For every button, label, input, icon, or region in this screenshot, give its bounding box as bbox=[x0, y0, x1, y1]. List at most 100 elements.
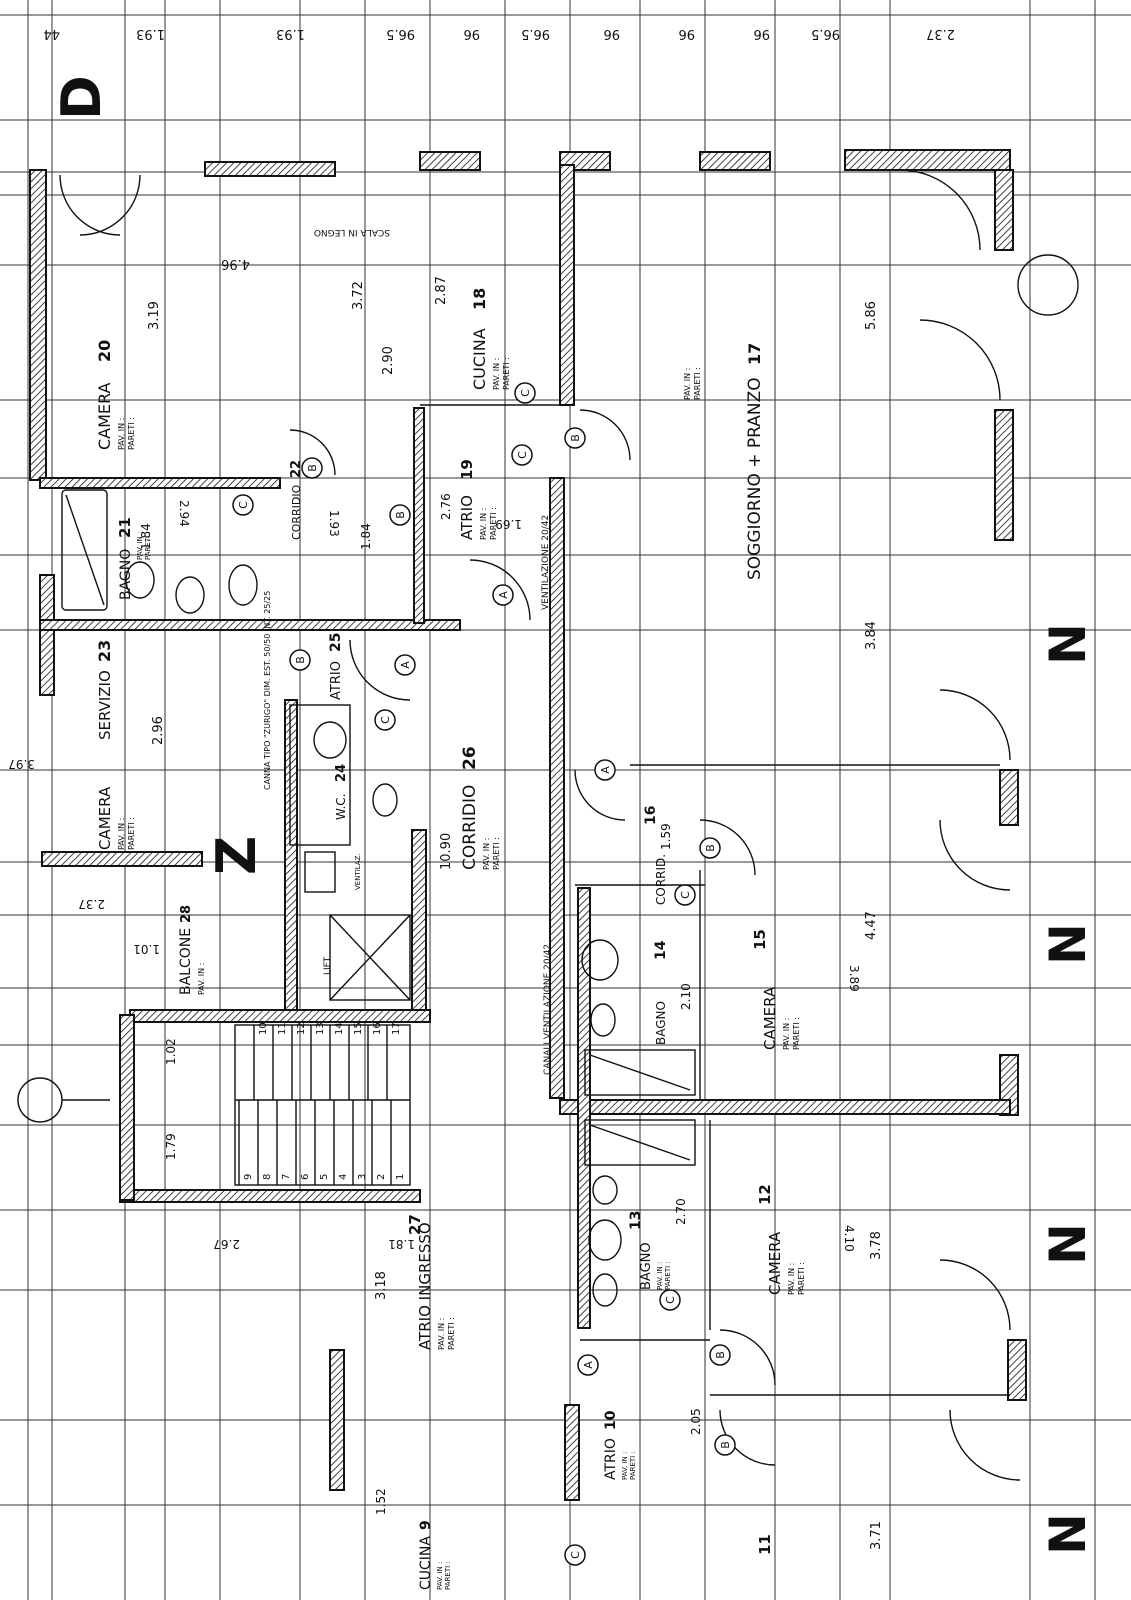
room-number-23: 23 bbox=[95, 640, 114, 662]
room-number-13: 13 bbox=[628, 1211, 644, 1230]
stair-step-number: 2 bbox=[376, 1174, 387, 1180]
note-scala: SCALA IN LEGNO bbox=[314, 227, 390, 237]
door-tag-circle bbox=[289, 649, 311, 671]
stair-step-number: 11 bbox=[277, 1022, 288, 1035]
partitions bbox=[420, 404, 1010, 1396]
note-lift: LIFT bbox=[323, 956, 333, 975]
room-meta2-19: PARETI : bbox=[489, 507, 498, 540]
room-meta2-10: PARETI : bbox=[629, 1451, 637, 1480]
dim-3-72: 3.72 bbox=[351, 281, 366, 310]
room-meta-17: PAV. IN : bbox=[683, 368, 692, 400]
stair-step-number: 6 bbox=[300, 1174, 311, 1180]
door-tag-circle bbox=[232, 494, 254, 516]
room-name-atrio-19: ATRIO bbox=[458, 495, 476, 540]
dim-2-96: 2.96 bbox=[151, 716, 166, 745]
dim-1-59: 1.59 bbox=[659, 823, 673, 850]
room-number-20: 20 bbox=[95, 340, 114, 362]
top-dimension-label: 1.93 bbox=[276, 26, 305, 41]
room-name-camera-servizio: CAMERA bbox=[96, 786, 114, 850]
door-tag-circle bbox=[659, 1289, 681, 1311]
dim-2-37: 2.37 bbox=[78, 897, 105, 911]
dim-3-89: 3.89 bbox=[847, 965, 861, 992]
mark-n-1: N bbox=[1039, 623, 1097, 665]
top-dimension-label: 96 bbox=[463, 26, 480, 41]
door-tag-letter: C bbox=[519, 389, 532, 397]
dimension-labels: 3.19 3.72 2.90 2.87 4.96 5.86 3.84 4.47 … bbox=[8, 256, 884, 1550]
stair-step-number: 12 bbox=[296, 1022, 307, 1035]
dim-1-02: 1.02 bbox=[164, 1038, 178, 1065]
mark-d: D bbox=[50, 75, 113, 120]
top-dimension-label: 96.5 bbox=[811, 26, 840, 41]
note-canna: CANNA TIPO "ZURIGO" DIM. EST. 50/50 INT.… bbox=[263, 591, 272, 790]
room-number-15: 15 bbox=[751, 929, 769, 950]
room-number-27: 27 bbox=[406, 1214, 424, 1235]
dim-10-90: 10.90 bbox=[439, 833, 454, 870]
door-tag-letter: A bbox=[582, 1361, 595, 1369]
door-tag-letter: C bbox=[237, 501, 250, 509]
room-name-corridio-22: CORRIDIO bbox=[290, 484, 303, 540]
room-meta-20: PAV. IN : bbox=[117, 418, 126, 450]
stair-step-number: 1 bbox=[395, 1174, 406, 1180]
door-tag-letter: B bbox=[569, 434, 582, 442]
room-labels: CAMERA 20 PAV. IN : PARETI : CUCINA 18 P… bbox=[95, 288, 806, 1590]
dim-3-71: 3.71 bbox=[869, 1521, 884, 1550]
room-meta2-9: PARETI : bbox=[444, 1561, 452, 1590]
dim-2-90: 2.90 bbox=[381, 346, 396, 375]
dim-1-79: 1.79 bbox=[164, 1133, 178, 1160]
room-meta2-27: PARETI : bbox=[447, 1317, 456, 1350]
door-tag-circle bbox=[301, 457, 323, 479]
door-tag-circle bbox=[564, 1544, 586, 1566]
door-tag-circle bbox=[511, 444, 533, 466]
dim-5-86: 5.86 bbox=[864, 301, 879, 330]
room-meta2-20: PARETI : bbox=[127, 417, 136, 450]
top-dimension-label: 96.5 bbox=[386, 26, 415, 41]
dim-1-52: 1.52 bbox=[374, 1488, 388, 1515]
room-number-10: 10 bbox=[603, 1410, 619, 1430]
dim-2-94: 2.94 bbox=[177, 500, 191, 527]
door-tag-letter: C bbox=[569, 1551, 582, 1559]
top-dimension-label: 44 bbox=[43, 26, 60, 41]
room-meta-camera-servizio: PAV. IN : bbox=[117, 818, 126, 850]
dim-3-78: 3.78 bbox=[869, 1231, 884, 1260]
room-meta2-17: PARETI : bbox=[693, 367, 702, 400]
door-tag-circle bbox=[714, 1434, 736, 1456]
top-dimension-label: 96 bbox=[753, 26, 770, 41]
stair-step-number: 5 bbox=[319, 1174, 330, 1180]
door-tag-letter: B bbox=[294, 656, 307, 664]
room-name-cucina-9: CUCINA bbox=[418, 1536, 434, 1590]
room-meta-28: PAV. IN : bbox=[197, 963, 206, 995]
room-meta2-13: PARETI : bbox=[664, 1261, 672, 1290]
top-dimension-label: 96 bbox=[603, 26, 620, 41]
room-number-12: 12 bbox=[756, 1184, 774, 1205]
room-meta2-12: PARETI : bbox=[797, 1262, 806, 1295]
room-name-camera-15: CAMERA bbox=[761, 986, 779, 1050]
room-meta2-21: PARETI : bbox=[144, 531, 152, 560]
room-meta-21: PAV. IN : bbox=[136, 532, 144, 560]
dim-1-84: 1.84 bbox=[139, 523, 153, 550]
room-number-18: 18 bbox=[470, 288, 489, 310]
mark-n-3: N bbox=[1039, 1223, 1097, 1265]
door-tag-letter: C bbox=[679, 891, 692, 899]
stair-step-number: 8 bbox=[262, 1174, 273, 1180]
door-tag-circle bbox=[709, 1344, 731, 1366]
stair-step-number: 15 bbox=[353, 1022, 364, 1035]
room-number-24: 24 bbox=[334, 764, 349, 782]
top-dimension-label: 1.93 bbox=[136, 26, 165, 41]
door-tag-letter: C bbox=[516, 451, 529, 459]
stair-step-number: 17 bbox=[391, 1022, 402, 1035]
room-meta-26: PAV. IN : bbox=[482, 838, 491, 870]
room-name-bagno-13: BAGNO bbox=[639, 1242, 654, 1290]
room-number-9: 9 bbox=[418, 1520, 434, 1530]
room-number-14: 14 bbox=[653, 940, 669, 960]
orientation-marks: D Z N N N N bbox=[17, 75, 1097, 1555]
door-tag-circle bbox=[577, 1354, 599, 1376]
room-name-servizio-23: SERVIZIO bbox=[96, 670, 114, 740]
stair-step-number: 4 bbox=[338, 1174, 349, 1180]
note-ventilaz: VENTILAZ. bbox=[354, 853, 362, 890]
dim-3-97: 3.97 bbox=[8, 757, 35, 771]
top-dimension-label: 2.37 bbox=[926, 26, 955, 41]
dim-1-69: 1.69 bbox=[495, 517, 522, 531]
